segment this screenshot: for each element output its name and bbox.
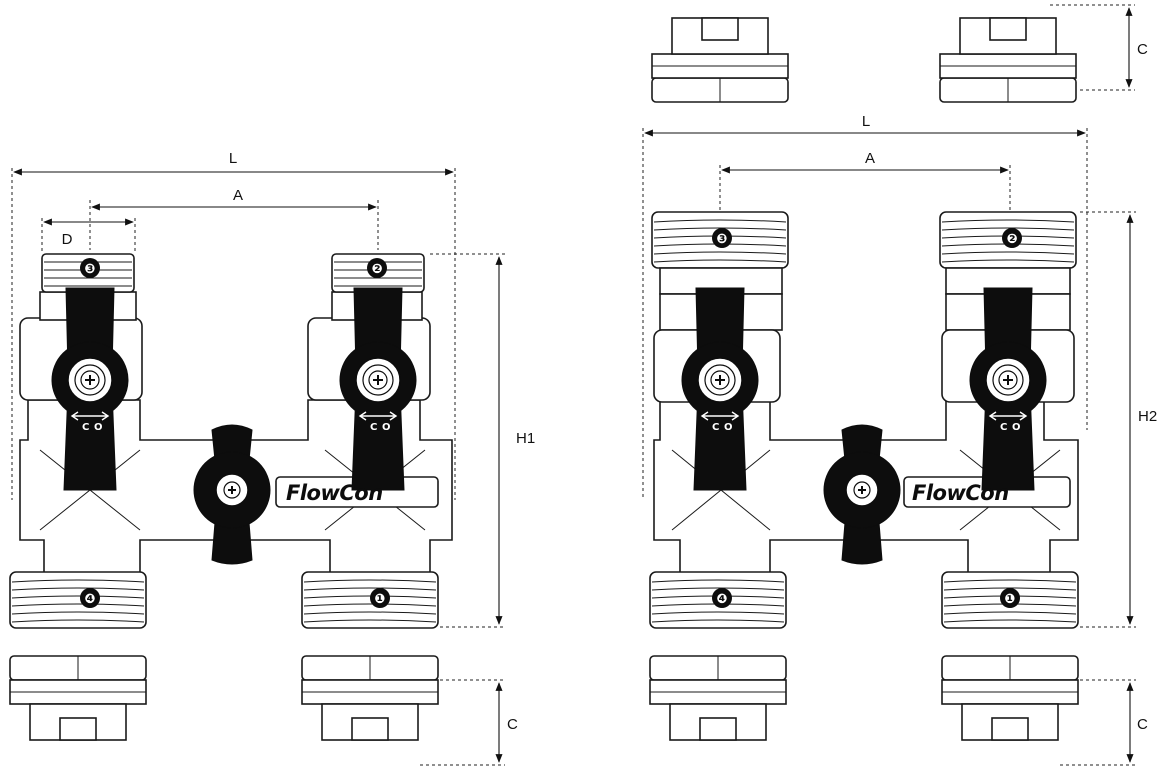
handle-close-mark-left-2: C	[370, 422, 377, 433]
handle-open-mark-left-2: O	[382, 422, 391, 433]
dim-label-C-left: C	[507, 716, 518, 733]
right-assembly	[649, 17, 1079, 741]
dim-label-H2: H2	[1138, 408, 1157, 425]
dim-label-D: D	[62, 231, 73, 248]
dim-label-A-left: A	[233, 187, 243, 204]
handle-close-mark-right-2: C	[1000, 422, 1007, 433]
dim-label-H1: H1	[516, 430, 535, 447]
port-1-right: ❶	[1004, 592, 1015, 607]
left-assembly	[9, 253, 453, 741]
handle-open-mark-left-1: O	[94, 422, 103, 433]
flowcon-logo-right: FlowCon	[912, 481, 1009, 505]
port-2-left: ❷	[371, 262, 382, 277]
dim-label-C-top: C	[1137, 41, 1148, 58]
handle-open-mark-right-1: O	[724, 422, 733, 433]
port-3-left: ❸	[84, 262, 95, 277]
labels: L A D H1 C C L A H2 C FlowCon FlowCon ❸ …	[62, 41, 1158, 733]
dim-label-L-left: L	[229, 150, 237, 167]
flowcon-logo-left: FlowCon	[286, 481, 383, 505]
dim-label-C-right: C	[1137, 716, 1148, 733]
dim-label-A-right: A	[865, 150, 875, 167]
port-4-right: ❹	[716, 592, 727, 607]
handle-close-mark-right-1: C	[712, 422, 719, 433]
port-4-left: ❹	[84, 592, 95, 607]
handle-close-mark-left-1: C	[82, 422, 89, 433]
port-2-right: ❷	[1006, 232, 1017, 247]
port-1-left: ❶	[374, 592, 385, 607]
port-3-right: ❸	[716, 232, 727, 247]
dimension-lines	[11, 4, 1136, 766]
handle-open-mark-right-2: O	[1012, 422, 1021, 433]
dim-label-L-right: L	[862, 113, 870, 130]
